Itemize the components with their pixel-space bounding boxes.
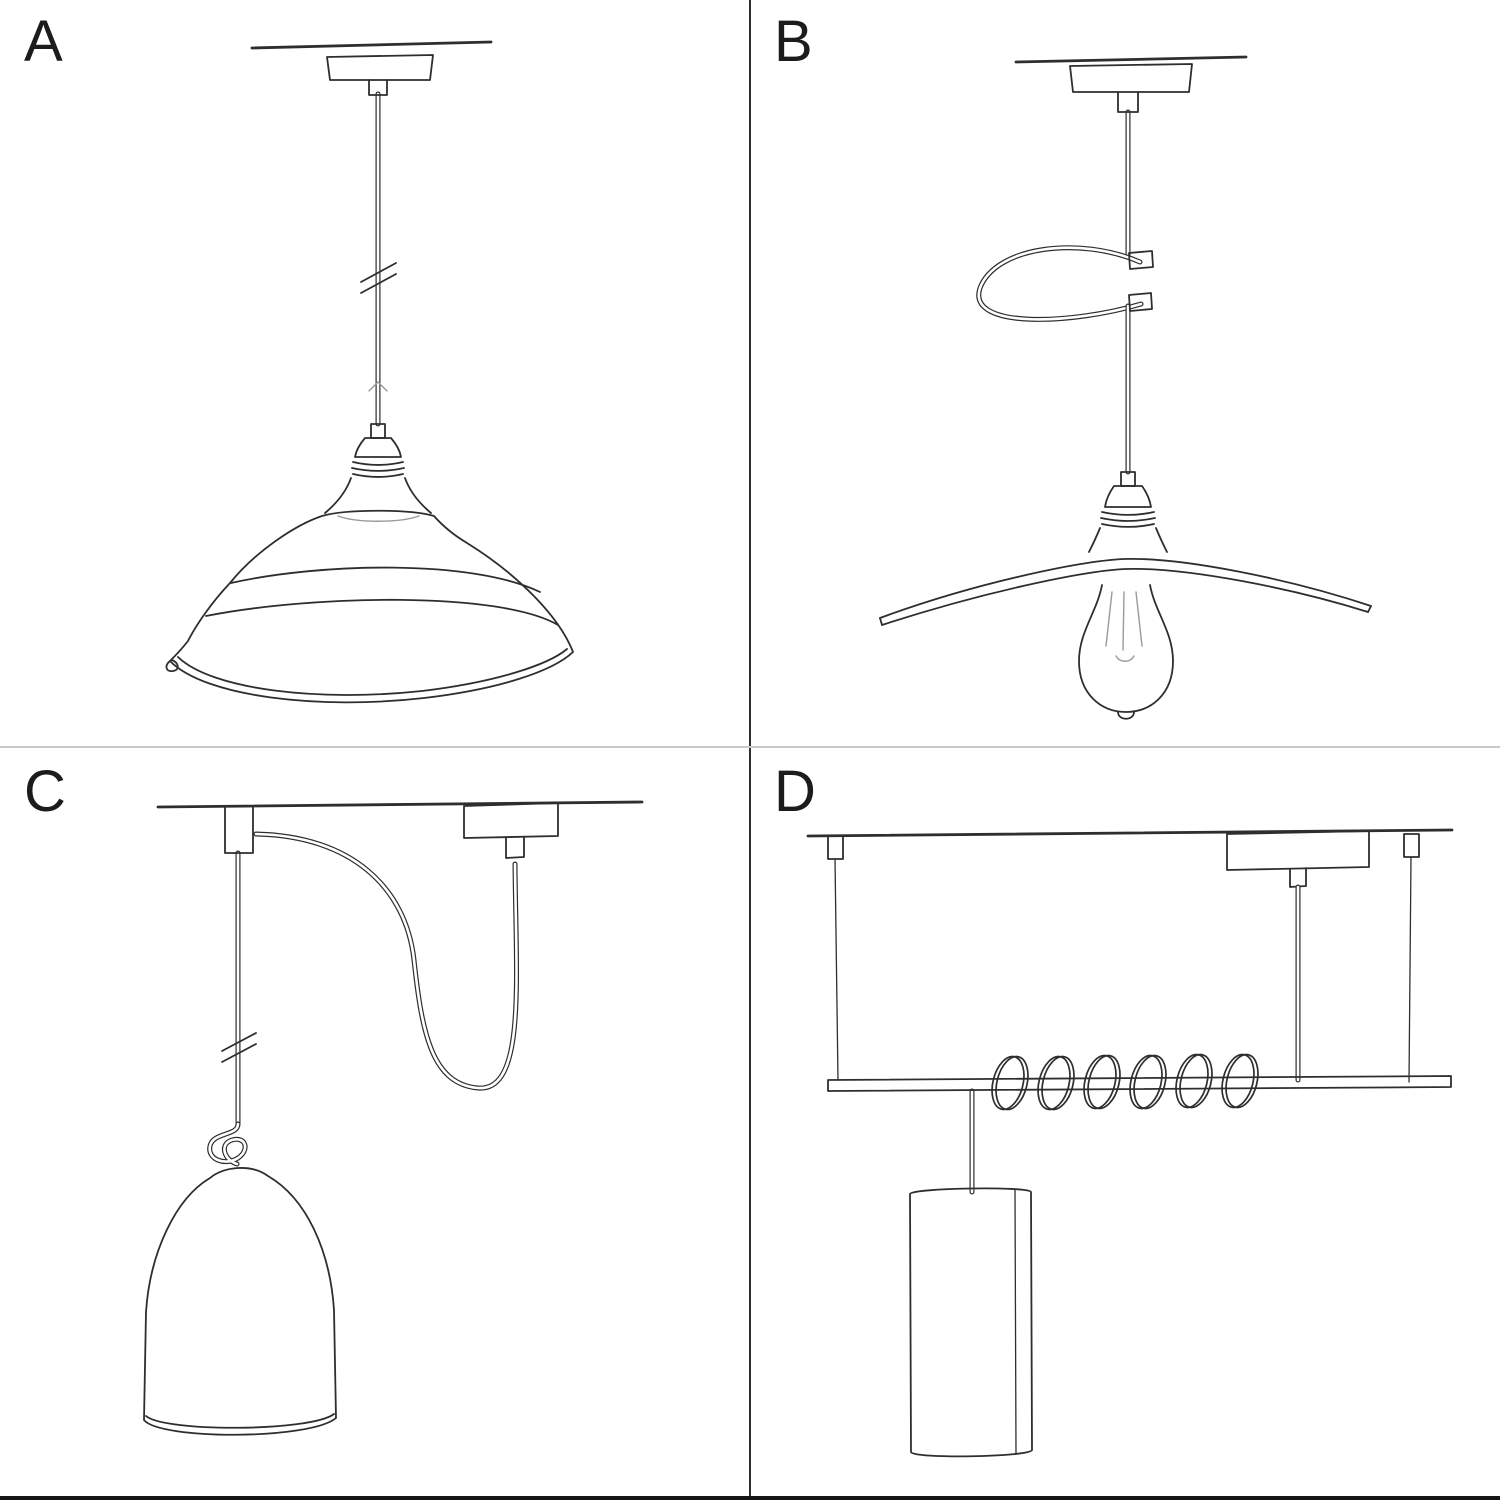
coiled-cable — [991, 1053, 1259, 1111]
height-adjust-arrow — [368, 381, 388, 392]
panel-d: D — [750, 750, 1500, 1500]
swag-pendant-bell-shade-illustration — [143, 800, 644, 1436]
ceiling-rose — [326, 54, 434, 96]
panel-b-label: B — [774, 9, 814, 74]
panel-d-label: D — [774, 759, 817, 824]
ceiling-rose — [1226, 830, 1370, 888]
ceiling-line — [250, 40, 493, 50]
left-suspension-wire — [827, 835, 844, 1081]
flat-plate-shade — [879, 558, 1372, 626]
ceiling-rose — [463, 802, 559, 859]
pendant-plate-shade-bulb-illustration — [879, 55, 1372, 720]
horizontal-divider — [0, 746, 1500, 748]
vertical-divider — [749, 0, 751, 1500]
right-suspension-wire — [1403, 833, 1420, 1083]
decorative-cable-loop — [976, 245, 1144, 322]
lamp-holder — [1088, 471, 1168, 553]
panel-c-label: C — [24, 759, 67, 824]
panel-c: C — [0, 750, 750, 1500]
cable-length-break-mark — [360, 262, 397, 294]
ceiling-line — [1014, 55, 1248, 64]
horizontal-bar — [827, 1075, 1452, 1092]
panel-b: B — [750, 0, 1500, 750]
lamp-holder — [324, 423, 432, 514]
edison-light-bulb — [1078, 584, 1174, 720]
bell-shade — [143, 1167, 337, 1436]
ceiling-hook — [224, 805, 254, 854]
cable-length-break-mark — [221, 1032, 257, 1063]
bottom-border-line — [0, 1496, 1500, 1500]
ceiling-bar-tube-pendant-illustration — [806, 828, 1454, 1458]
tube-shade — [909, 1187, 1033, 1458]
swag-cable — [253, 831, 520, 1091]
cable-knot — [207, 1121, 248, 1167]
pendant-bistro-shade-illustration — [165, 40, 574, 704]
bistro-shade — [165, 509, 574, 704]
cable-clips — [1128, 250, 1154, 312]
ceiling-rose — [1069, 63, 1193, 113]
panel-a: A — [0, 0, 750, 750]
panel-a-label: A — [24, 9, 64, 74]
